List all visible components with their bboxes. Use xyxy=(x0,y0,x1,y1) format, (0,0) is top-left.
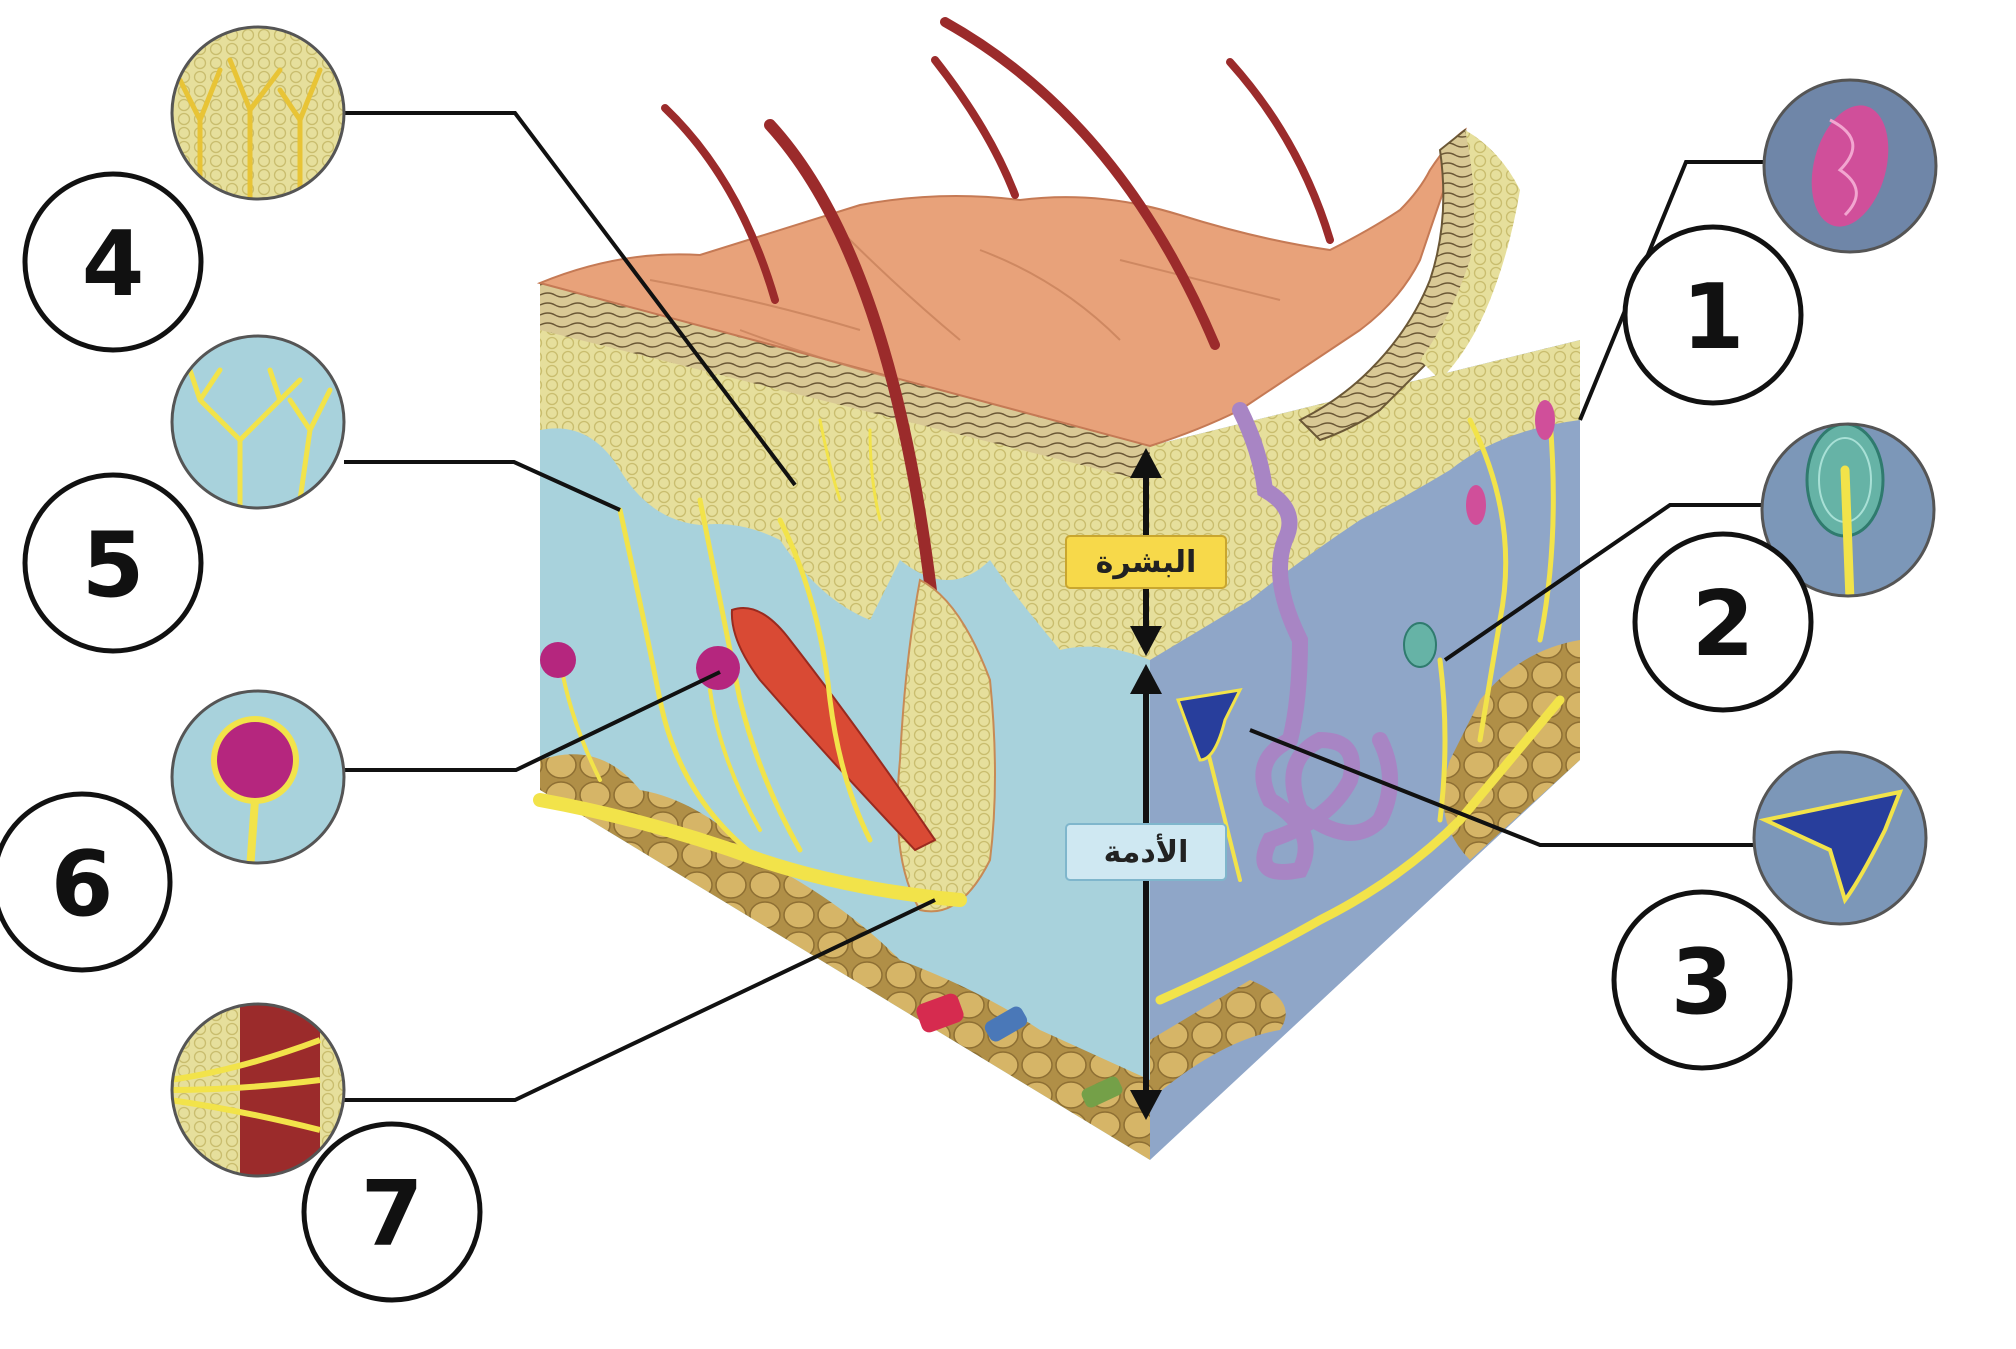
badge-2: 2 xyxy=(1632,531,1814,713)
svg-text:7: 7 xyxy=(361,1162,424,1267)
free-nerve-ending xyxy=(1175,688,1243,762)
detail-circle-3 xyxy=(1752,750,1928,926)
badge-1: 1 xyxy=(1622,224,1804,406)
badge-7: 7 xyxy=(301,1121,483,1303)
leader-4 xyxy=(344,111,797,487)
surface-creases xyxy=(649,229,1281,381)
svg-text:3: 3 xyxy=(1671,930,1734,1035)
epidermis-top-right xyxy=(1420,130,1520,380)
badge-4: 4 xyxy=(22,171,204,353)
leader-1 xyxy=(1578,160,1764,421)
receptor-top-right-a xyxy=(1466,485,1486,525)
svg-text:6: 6 xyxy=(51,832,114,937)
skin-block xyxy=(533,17,1580,1160)
svg-text:البشرة: البشرة xyxy=(1096,545,1197,580)
pacinian-small-right xyxy=(1403,622,1437,668)
badge-3: 3 xyxy=(1611,889,1793,1071)
hair-3 xyxy=(931,56,1019,199)
leader-2 xyxy=(1443,503,1762,662)
leader-6 xyxy=(344,670,721,772)
stratum-left xyxy=(540,283,1150,482)
epidermis-label: البشرة xyxy=(1065,535,1227,589)
leader-3 xyxy=(1249,728,1754,847)
leader-lines xyxy=(344,111,1764,1102)
detail-circle-5 xyxy=(170,334,346,510)
badge-6: 6 xyxy=(0,791,173,973)
dermis-label: الأدمة xyxy=(1065,823,1227,881)
detail-circle-6 xyxy=(170,689,346,865)
svg-text:1: 1 xyxy=(1682,265,1745,370)
detail-circle-4 xyxy=(170,25,346,201)
leader-7 xyxy=(344,898,936,1102)
svg-text:الأدمة: الأدمة xyxy=(1104,833,1189,870)
leader-5 xyxy=(344,460,621,512)
number-badges: 1 2 3 4 5 6 7 xyxy=(0,171,1814,1303)
detail-circle-1 xyxy=(1762,78,1938,254)
hair-4 xyxy=(940,17,1220,350)
sweat-gland xyxy=(1232,402,1398,880)
receptor-top-right-b xyxy=(1535,400,1555,440)
badge-5: 5 xyxy=(22,472,204,654)
svg-text:5: 5 xyxy=(82,513,145,618)
detail-circle-2 xyxy=(1760,422,1936,598)
epidermis-left-band xyxy=(540,283,1150,660)
detail-circle-7 xyxy=(170,1002,346,1178)
hair-1 xyxy=(661,104,779,304)
nerves-right xyxy=(1155,417,1565,1005)
svg-text:4: 4 xyxy=(82,212,145,317)
hair-5 xyxy=(1226,58,1334,244)
svg-text:2: 2 xyxy=(1692,572,1755,677)
blood-vessels xyxy=(916,993,1123,1108)
